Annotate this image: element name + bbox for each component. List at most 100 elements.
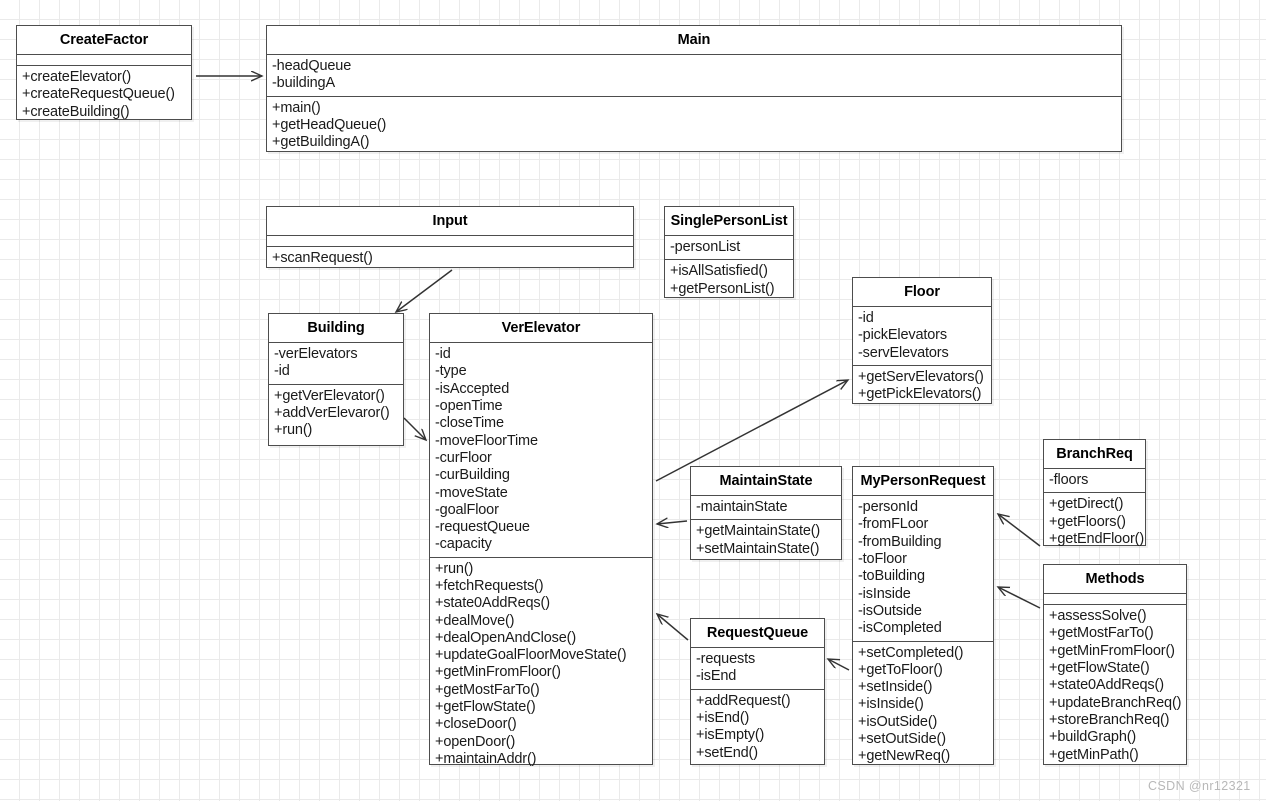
class-title: SinglePersonList [665,207,793,237]
class-title: MaintainState [691,467,841,497]
uml-class-requestqueue[interactable]: RequestQueue-requests-isEnd+addRequest()… [690,618,825,765]
operation-line: +getFlowState() [1049,660,1150,677]
operation-line: +isOutSide() [858,713,938,730]
class-attributes: -verElevators-id [269,343,403,385]
class-attributes: -floors [1044,469,1145,494]
attribute-line: -type [435,363,467,380]
uml-class-singlepersonlist[interactable]: SinglePersonList -personList +isAllSatisfi… [664,206,794,298]
class-attributes: -maintainState [691,496,841,521]
operation-line: +createBuilding() [22,103,130,120]
operation-line: +updateBranchReq() [1049,694,1182,711]
class-operations: +getDirect()+getFloors()+getEndFloor() [1044,493,1145,552]
uml-class-verelevator[interactable]: VerElevator-id-type-isAccepted-openTime-… [429,313,653,767]
uml-class-building[interactable]: Building-verElevators-id+getVerElevator(… [268,313,404,446]
class-operations: +assessSolve()+getMostFarTo()+getMinFrom… [1044,605,1186,768]
attribute-line: -floors [1049,472,1089,489]
uml-class-mypersonrequest[interactable]: MyPersonRequest-personId-fromFLoor-fromB… [852,466,994,765]
operation-line: +getMostFarTo() [435,681,540,698]
operation-line: +setOutSide() [858,730,946,747]
operation-line: +getBuildingA() [272,134,370,151]
operation-line: +getServElevators() [858,369,984,386]
attribute-line: -isEnd [696,668,737,685]
connection-input-to-building [396,269,453,312]
uml-class-input[interactable]: Input +scanRequest() [266,206,634,268]
operation-line: +getNewReq() [858,748,951,765]
class-operations: +getMaintainState()+setMaintainState() [691,520,841,562]
watermark: CSDN @nr12321 [1148,779,1251,793]
attribute-line: -requestQueue [435,519,530,536]
class-operations: +getServElevators()+getPickElevators() [853,366,991,408]
uml-class-createfactor[interactable]: CreateFactor+createElevator()+createRequ… [16,25,192,120]
operation-line: +updateGoalFloorMoveState() [435,647,627,664]
operation-line: +maintainAddr() [435,750,537,767]
connection-maintainstate-to-verelevator [657,521,688,524]
attribute-line: -personList [670,239,741,256]
class-operations: +isAllSatisfied()+getPersonList() [665,260,793,302]
attribute-line: -isAccepted [435,380,510,397]
operation-line: +getMinFromFloor() [435,664,561,681]
operation-line: +getHeadQueue() [272,117,387,134]
attribute-line: -goalFloor [435,501,499,518]
operation-line: +addVerElevaror() [274,405,390,422]
operation-line: +state0AddReqs() [435,595,550,612]
attribute-line: -id [858,310,874,327]
operation-line: +getMinPath() [1049,746,1139,763]
connection-branchreq-to-mypersonrequest [998,514,1041,547]
operation-line: +buildGraph() [1049,729,1137,746]
operation-line: +createRequestQueue() [22,86,175,103]
operation-line: +isInside() [858,696,924,713]
class-attributes: -id-type-isAccepted-openTime-closeTime-m… [430,343,652,558]
connection-methods-to-mypersonrequest [998,587,1041,609]
operation-line: +main() [272,99,321,116]
attribute-line: -verElevators [274,346,358,363]
class-attributes [17,55,191,67]
class-title: Input [267,207,633,237]
class-operations: +createElevator()+createRequestQueue()+c… [17,66,191,125]
operation-line: +getPickElevators() [858,386,982,403]
attribute-line: -fromBuilding [858,533,942,550]
uml-class-floor[interactable]: Floor-id-pickElevators-servElevators +get… [852,277,992,404]
attribute-line: -closeTime [435,415,504,432]
operation-line: +getMinFromFloor() [1049,642,1175,659]
class-attributes: -id-pickElevators-servElevators [853,307,991,367]
operation-line: +fetchRequests() [435,577,544,594]
class-operations: +run()+fetchRequests()+state0AddReqs()+d… [430,558,652,773]
attribute-line: -moveState [435,484,508,501]
operation-line: +setCompleted() [858,644,964,661]
operation-line: +run() [435,560,474,577]
class-attributes: -personList [665,236,793,261]
operation-line: +getDirect() [1049,496,1124,513]
class-title: Floor [853,278,991,308]
attribute-line: -id [274,363,290,380]
attribute-line: -pickElevators [858,327,947,344]
operation-line: +isAllSatisfied() [670,263,768,280]
uml-class-branchreq[interactable]: BranchReq-floors+getDirect()+getFloors()… [1043,439,1146,547]
attribute-line: -capacity [435,536,492,553]
class-operations: +main()+getHeadQueue()+getBuildingA() [267,97,1121,156]
attribute-line: -headQueue [272,58,352,75]
attribute-line: -isOutside [858,602,922,619]
attribute-line: -fromFLoor [858,516,929,533]
operation-line: +getVerElevator() [274,387,385,404]
operation-line: +run() [274,422,313,439]
operation-line: +getPersonList() [670,280,775,297]
uml-class-main[interactable]: Main-headQueue-buildingA+main()+getHeadQ… [266,25,1122,152]
operation-line: +getFlowState() [435,699,536,716]
operation-line: +getMaintainState() [696,523,821,540]
operation-line: +createElevator() [22,69,132,86]
uml-class-maintainstate[interactable]: MaintainState -maintainState +getMaintainS… [690,466,842,560]
operation-line: +setInside() [858,679,933,696]
class-title: Building [269,314,403,344]
operation-line: +dealOpenAndClose() [435,629,577,646]
class-title: VerElevator [430,314,652,344]
attribute-line: -requests [696,651,756,668]
operation-line: +closeDoor() [435,716,517,733]
class-operations: +scanRequest() [267,247,633,271]
attribute-line: -curFloor [435,449,492,466]
attribute-line: -maintainState [696,499,788,516]
uml-class-methods[interactable]: Methods+assessSolve()+getMostFarTo()+get… [1043,564,1187,765]
attribute-line: -toBuilding [858,568,925,585]
operation-line: +state0AddReqs() [1049,677,1164,694]
operation-line: +storeBranchReq() [1049,711,1170,728]
operation-line: +dealMove() [435,612,515,629]
